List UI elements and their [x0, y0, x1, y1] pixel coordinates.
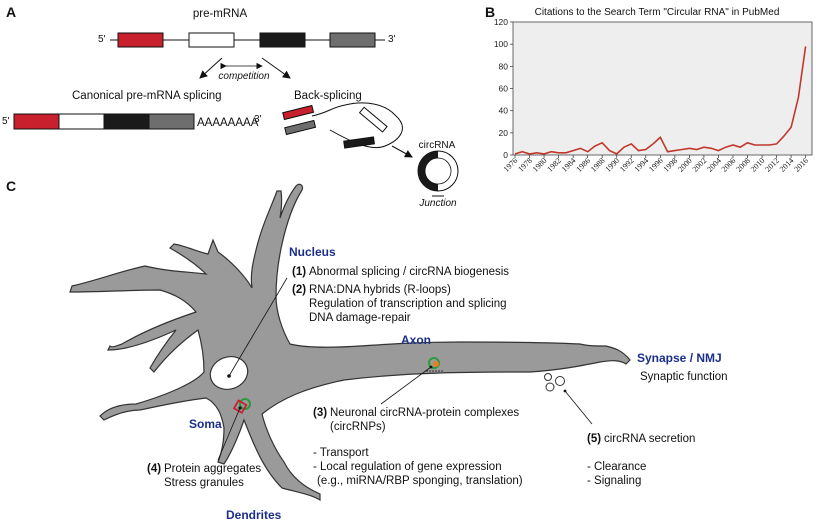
circrnp-icon: [426, 357, 444, 372]
panel-c-letter: C: [6, 178, 16, 194]
exon-gray: [329, 32, 376, 48]
y-tick-label: 0: [503, 150, 508, 160]
nucleus-ellipse: [209, 356, 249, 390]
canonical-label: Canonical pre-mRNA splicing: [72, 90, 222, 102]
item5-sub1: - Clearance: [587, 461, 646, 473]
backsplicing-label: Back-splicing: [294, 90, 362, 102]
item-4: (4) Protein aggregates Stress granules: [147, 463, 261, 489]
x-tick-label: 1998: [662, 156, 680, 174]
pre-mrna-title: pre-mRNA: [193, 8, 248, 20]
exon-white: [188, 32, 235, 48]
neuron-shape: [69, 183, 631, 502]
mrna-five-prime: 5': [2, 116, 10, 127]
exon-black: [259, 32, 306, 48]
y-tick-label: 60: [499, 84, 509, 94]
item2-line1: RNA:DNA hybrids (R-loops): [309, 284, 451, 296]
mrna-three-prime: 3': [254, 114, 262, 125]
x-tick-label: 1984: [560, 156, 578, 174]
panel-b-letter: B: [485, 4, 495, 20]
item3-sub3: (e.g., miRNA/RBP sponging, translation): [317, 475, 523, 487]
y-tick-label: 20: [499, 128, 509, 138]
three-prime-label: 3': [388, 34, 396, 45]
nucleus-label: Nucleus: [289, 245, 336, 259]
item-2: (2) RNA:DNA hybrids (R-loops) Regulation…: [292, 284, 507, 324]
item3-sub2: - Local regulation of gene expression: [313, 461, 502, 473]
item5-sub2: - Signaling: [587, 475, 641, 487]
x-tick-label: 2014: [778, 156, 796, 174]
secreted-circrna-icon: [544, 373, 567, 393]
x-tick-label: 1988: [589, 156, 607, 174]
panel-b: B Citations to the Search Term "Circular…: [485, 4, 813, 174]
item4-number: (4): [147, 463, 161, 475]
pre-mrna-strand: 5' 3': [98, 32, 396, 48]
exon-red: [117, 32, 164, 48]
x-tick-label: 1980: [531, 156, 549, 174]
item2-line3: DNA damage-repair: [309, 312, 411, 324]
y-tick-label: 40: [499, 106, 509, 116]
item4-line1: Protein aggregates: [164, 463, 261, 475]
five-prime-label: 5': [98, 34, 106, 45]
item2-line2: Regulation of transcription and splicing: [309, 298, 507, 310]
x-tick-label: 1992: [618, 156, 636, 174]
item1-number: (1): [292, 266, 306, 278]
polya-tail: AAAAAAAA: [197, 117, 259, 129]
panel-a: A pre-mRNA 5' 3' competition Canonical p…: [2, 4, 459, 209]
x-tick-label: 1990: [603, 156, 621, 174]
y-tick-label: 100: [494, 39, 508, 49]
x-tick-label: 2016: [792, 156, 810, 174]
panel-a-letter: A: [6, 4, 16, 20]
item5-number: (5): [587, 433, 601, 445]
panel-c: C Nucleus: [6, 178, 728, 522]
item4-line2: Stress granules: [164, 477, 244, 489]
backsplicing-loop: [282, 102, 403, 149]
x-tick-label: 1978: [516, 156, 534, 174]
x-tick-label: 2010: [749, 156, 767, 174]
item1-text: Abnormal splicing / circRNA biogenesis: [309, 266, 509, 278]
y-tick-label: 80: [499, 61, 509, 71]
item3-line2: (circRNPs): [330, 421, 386, 433]
x-tick-label: 2000: [676, 156, 694, 174]
x-tick-label: 1994: [633, 156, 651, 174]
x-tick-label: 1982: [545, 156, 563, 174]
item-3: (3) Neuronal circRNA-protein complexes (…: [313, 407, 523, 487]
x-tick-label: 1996: [647, 156, 665, 174]
x-tick-label: 2012: [763, 156, 781, 174]
item-5: (5) circRNA secretion - Clearance - Sign…: [587, 433, 695, 487]
chart-title: Citations to the Search Term "Circular R…: [535, 7, 780, 18]
synaptic-function: Synaptic function: [640, 371, 728, 383]
axon-label: Axon: [401, 333, 431, 347]
x-tick-label: 2002: [691, 156, 709, 174]
citations-line-chart: 0204060801001201976197819801982198419861…: [494, 17, 813, 174]
competition-label: competition: [218, 71, 270, 82]
item3-sub1: - Transport: [313, 447, 369, 459]
x-tick-label: 2004: [705, 156, 723, 174]
x-tick-label: 2006: [720, 156, 738, 174]
soma-label: Soma: [189, 417, 222, 431]
dendrites-label: Dendrites: [226, 508, 282, 522]
item-1: (1) Abnormal splicing / circRNA biogenes…: [292, 266, 509, 278]
junction-label: Junction: [418, 198, 457, 209]
item2-number: (2): [292, 284, 306, 296]
series-line: [514, 46, 807, 155]
item3-line1: Neuronal circRNA-protein complexes: [330, 407, 519, 419]
circrna-label: circRNA: [419, 140, 456, 151]
y-tick-label: 120: [494, 17, 508, 27]
x-tick-label: 1986: [574, 156, 592, 174]
item5-line1: circRNA secretion: [604, 433, 695, 445]
plot-area: [512, 21, 813, 156]
x-tick-label: 2008: [734, 156, 752, 174]
mature-mrna: 5' AAAAAAAA 3': [2, 113, 262, 130]
circrna-diagram: circRNA Junction: [417, 140, 459, 209]
synapse-label: Synapse / NMJ: [637, 351, 722, 365]
item3-number: (3): [313, 407, 327, 419]
